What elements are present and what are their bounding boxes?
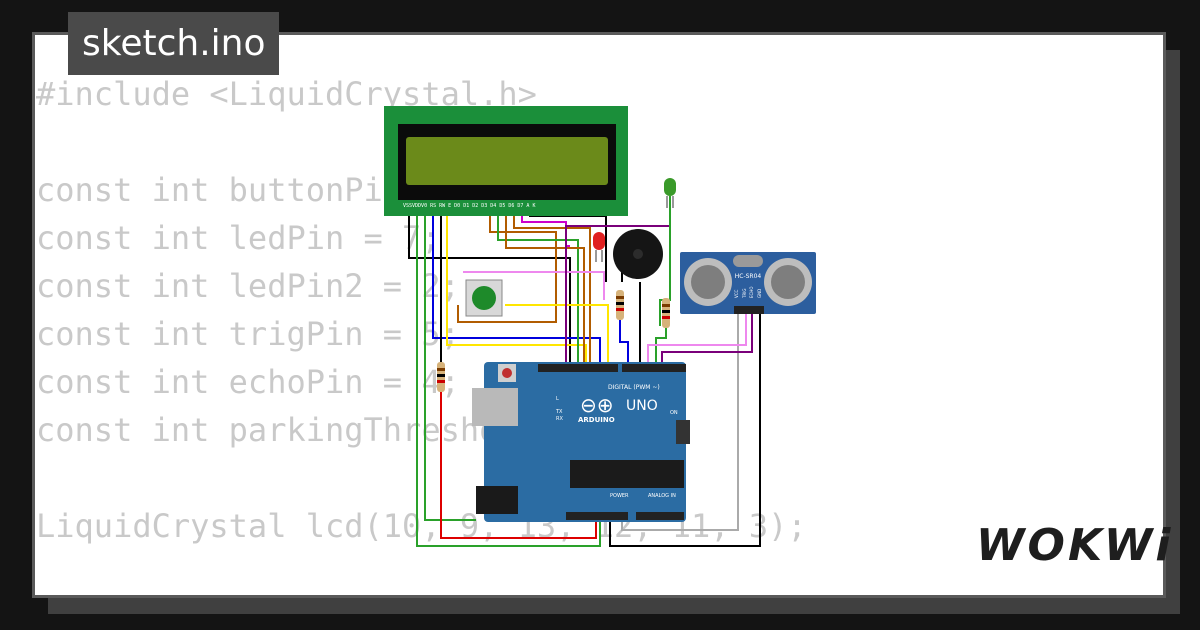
tx-label: TX (555, 409, 563, 415)
code-line: const int ledPin2 = 2; (36, 267, 460, 305)
board-brand: ARDUINO (578, 416, 615, 424)
on-label: ON (670, 410, 678, 416)
wire-button-a (463, 271, 605, 300)
wire-e (446, 210, 587, 368)
usb-port (472, 388, 518, 426)
sensor-pin-label: GND (757, 289, 762, 298)
lcd-pin-labels: VSSVDDV0 RS RW E D0 D1 D2 D3 D4 D5 D6 D7… (403, 203, 535, 209)
wire-trig (647, 312, 747, 368)
wokwi-logo: WOKWi (976, 520, 1174, 571)
board-model: UNO (626, 398, 658, 414)
wire-5v (416, 210, 601, 547)
wire-a (521, 210, 570, 247)
analog-label: ANALOG IN (648, 493, 676, 499)
resistor-2 (662, 298, 670, 328)
arduino-uno: DIGITAL (PWM ~) ⊖⊕ UNO ARDUINO ON L TX R… (472, 362, 690, 522)
l-label: L (556, 396, 559, 402)
power-label: POWER (610, 493, 629, 499)
wire-res2 (655, 326, 667, 368)
wire-pot (440, 390, 597, 539)
push-button (465, 279, 503, 317)
wire-v0 (424, 210, 476, 521)
power-jack (476, 486, 518, 514)
lcd-screen (406, 137, 608, 185)
led-green (664, 178, 676, 208)
wire-d6 (505, 210, 585, 368)
sensor-label: HC-SR04 (735, 273, 762, 280)
rx-label: RX (556, 416, 563, 422)
resistor-3 (437, 362, 445, 392)
arduino-logo-icon: ⊖⊕ (580, 393, 614, 417)
wire-gnd (408, 210, 571, 368)
file-title-tab: sketch.ino (68, 12, 280, 75)
wire-d4 (457, 210, 557, 323)
wire-vcc (621, 312, 739, 531)
wire-sensor-gnd (609, 312, 761, 547)
wire-d7 (513, 210, 591, 368)
sensor-pin-label: TRIG (742, 288, 747, 299)
atmega-chip (570, 460, 684, 488)
code-line: const int echoPin = 4; (36, 363, 460, 401)
led-red (593, 232, 605, 262)
wire-button-b (505, 304, 609, 368)
code-line: const int trigPin = 5; (36, 315, 460, 353)
wire-echo (661, 312, 753, 368)
sensor-pin-label: VCC (734, 289, 739, 298)
sensor-pin-label: ECHO (749, 287, 754, 298)
reset-button (502, 368, 512, 378)
wire-led-red (619, 318, 629, 368)
digital-label: DIGITAL (PWM ~) (608, 384, 660, 391)
resistor-1 (616, 290, 624, 320)
ultrasonic-sensor: HC-SR04 VCC TRIG ECHO GND (680, 252, 816, 314)
buzzer (613, 229, 663, 279)
wire-rs (432, 210, 601, 368)
wire-led-green (565, 196, 671, 368)
lcd-display: VSSVDDV0 RS RW E D0 D1 D2 D3 D4 D5 D6 D7… (384, 106, 628, 216)
